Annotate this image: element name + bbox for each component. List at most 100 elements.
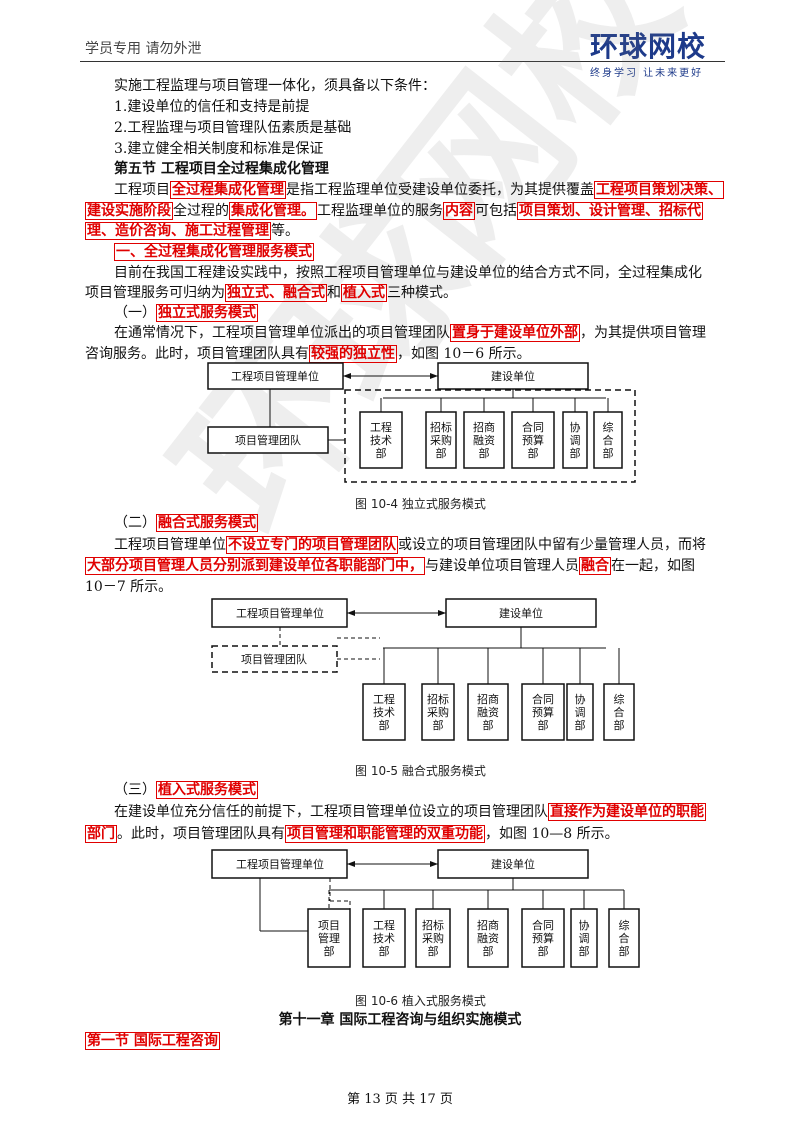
- mode-3-heading: （三）植入式服务模式: [114, 781, 258, 799]
- owner-label: 建设单位: [499, 606, 543, 620]
- dept-label: 调: [570, 434, 581, 447]
- dept-label: 综: [619, 918, 630, 932]
- dept-label: 部: [603, 446, 614, 460]
- dept-label: 招标: [430, 420, 452, 434]
- paragraph-line: 咨询服务。此时，项目管理团队具有较强的独立性，如图 10－6 所示。: [85, 345, 531, 363]
- dept-label: 部: [538, 718, 549, 732]
- owner-box: [437, 849, 589, 879]
- pm-unit-label: 工程项目管理单位: [236, 857, 324, 871]
- pm-unit-label: 工程项目管理单位: [236, 606, 324, 620]
- dept-box: [362, 683, 406, 741]
- intro-text: 实施工程监理与项目管理一体化，须具备以下条件：: [114, 78, 436, 94]
- highlight: 较强的独立性: [309, 345, 397, 363]
- dept-label: 部: [433, 718, 444, 732]
- highlight: 不设立专门的项目管理团队: [226, 536, 398, 554]
- condition-1: 1.建设单位的信任和支持是前提: [114, 99, 310, 115]
- dept-box: [608, 908, 640, 968]
- dept-label: 融资: [477, 706, 499, 719]
- dept-label: 合同: [532, 918, 554, 932]
- dept-label: 招商: [473, 420, 495, 434]
- dept-label: 合同: [532, 692, 554, 706]
- highlight: 理、造价咨询、施工过程管理: [85, 222, 271, 240]
- owner-box: [437, 362, 589, 390]
- highlight: 植入式服务模式: [156, 781, 258, 799]
- highlight: 融合: [579, 557, 611, 575]
- diagram-independent-mode: 工程项目管理单位 建设单位 项目管理团队 工程技术部招标采购部招商融资部合同预算…: [207, 362, 636, 483]
- dept-label: 预算: [532, 931, 554, 945]
- pm-team-box: [211, 645, 338, 673]
- dept-label: 招商: [477, 918, 499, 932]
- page-footer: 第 13 页 共 17 页: [347, 1092, 453, 1107]
- highlight: 独立式、融合式: [225, 284, 327, 302]
- dept-label: 采购: [422, 931, 444, 945]
- owner-label: 建设单位: [491, 857, 535, 871]
- dept-label: 综: [603, 420, 614, 434]
- logo-main-text: 环球网校: [590, 30, 707, 63]
- highlight: 大部分项目管理人员分别派到建设单位各职能部门中，: [85, 557, 425, 575]
- dept-box: [359, 411, 403, 469]
- dept-label: 调: [575, 706, 586, 719]
- paragraph-line: 在通常情况下，工程项目管理单位派出的项目管理团队置身于建设单位外部，为其提供项目…: [114, 324, 706, 342]
- dept-label: 合同: [522, 420, 544, 434]
- dept-label: 部: [528, 446, 539, 460]
- mode-1-heading: （一）独立式服务模式: [114, 304, 258, 322]
- paragraph-line: 在建设单位充分信任的前提下，工程项目管理单位设立的项目管理团队直接作为建设单位的…: [114, 803, 706, 821]
- paragraph-line: 部门。此时，项目管理团队具有项目管理和职能管理的双重功能，如图 10—8 所示。: [85, 825, 619, 843]
- dept-label: 综: [614, 692, 625, 706]
- dept-label: 工程: [373, 919, 395, 932]
- header-divider: [80, 61, 725, 62]
- dept-label: 部: [538, 944, 549, 958]
- dept-label: 采购: [430, 433, 452, 447]
- dept-label: 管理: [318, 931, 340, 945]
- dept-label: 招标: [427, 692, 449, 706]
- pm-unit-box: [211, 598, 348, 628]
- pm-team-label: 项目管理团队: [241, 652, 307, 666]
- pm-unit-box: [207, 362, 344, 390]
- owner-label: 建设单位: [491, 369, 535, 383]
- dept-label: 部: [579, 944, 590, 958]
- dept-label: 协: [579, 918, 590, 932]
- highlight: 工程项目策划决策、: [594, 181, 724, 199]
- owner-box: [445, 598, 597, 628]
- dept-label: 部: [570, 446, 581, 460]
- dept-label: 合: [614, 705, 625, 719]
- dept-label: 技术: [370, 434, 392, 447]
- dept-label: 部: [619, 944, 630, 958]
- section-5-heading: 第五节 工程项目全过程集成化管理: [114, 161, 329, 177]
- owner-dept-group: [344, 389, 636, 483]
- highlight: 项目策划、设计管理、招标代: [517, 202, 703, 220]
- highlight: 建设实施阶段: [85, 202, 173, 220]
- chapter-11-heading: 第十一章 国际工程咨询与组织实施模式: [278, 1012, 522, 1028]
- logo-slogan: 终身学习 让未来更好: [590, 68, 704, 79]
- highlight: 置身于建设单位外部: [450, 324, 580, 342]
- dept-label: 合: [619, 931, 630, 945]
- dept-box: [467, 908, 509, 968]
- paragraph-line: 大部分项目管理人员分别派到建设单位各职能部门中，与建设单位项目管理人员融合在一起…: [85, 557, 695, 575]
- dept-label: 部: [483, 718, 494, 732]
- highlight: 融合式服务模式: [156, 514, 258, 532]
- diagram-merged-mode: 工程项目管理单位 建设单位 项目管理团队 工程技术部招标采购部招商融资部合同预算…: [211, 598, 635, 741]
- highlight: 部门: [85, 825, 117, 843]
- highlight: 独立式服务模式: [156, 304, 258, 322]
- dept-label: 部: [575, 718, 586, 732]
- dept-label: 部: [324, 944, 335, 958]
- highlight: 植入式: [341, 284, 387, 302]
- dept-label: 部: [483, 944, 494, 958]
- dept-box: [593, 411, 623, 469]
- mode-2-heading: （二）融合式服务模式: [114, 514, 258, 532]
- dept-label: 部: [428, 944, 439, 958]
- condition-2: 2.工程监理与项目管理队伍素质是基础: [114, 120, 352, 136]
- dept-label: 部: [479, 446, 490, 460]
- figure-caption: 图 10-4 独立式服务模式: [355, 497, 486, 511]
- dept-label: 项目: [318, 919, 340, 932]
- dept-box: [521, 908, 565, 968]
- dept-box: [307, 908, 351, 968]
- diagram-embedded-mode: 工程项目管理单位 建设单位 项目管理部工程技术部招标采购部招商融资部合同预算部协…: [211, 849, 640, 968]
- figure-caption: 图 10-6 植入式服务模式: [355, 994, 486, 1008]
- paragraph-line: 项目管理服务可归纳为独立式、融合式和植入式三种模式。: [85, 284, 457, 302]
- dept-box: [463, 411, 505, 469]
- dept-label: 招标: [422, 918, 444, 932]
- dept-label: 协: [575, 692, 586, 706]
- dept-box: [421, 683, 455, 741]
- highlight: 内容: [443, 202, 475, 220]
